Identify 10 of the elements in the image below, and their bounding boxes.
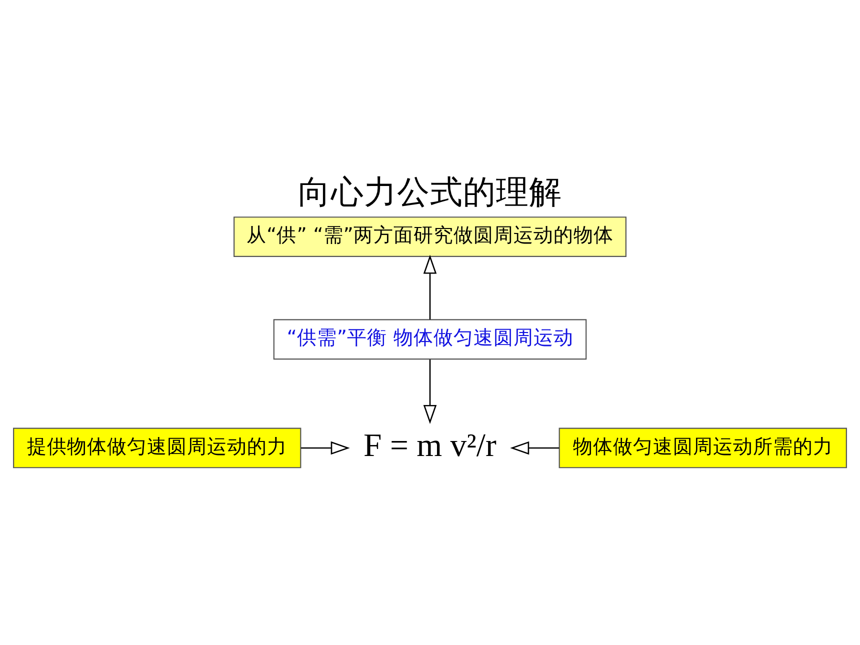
arrow xyxy=(510,440,560,454)
arrow xyxy=(301,440,350,454)
node-box: 物体做匀速圆周运动所需的力 xyxy=(558,427,847,468)
arrow xyxy=(423,359,437,424)
node-box: 从“供” “需”两方面研究做圆周运动的物体 xyxy=(234,216,626,256)
arrow xyxy=(423,254,437,319)
node-box: “供需”平衡 物体做匀速圆周运动 xyxy=(273,318,587,360)
diagram-title: 向心力公式的理解 xyxy=(298,172,562,210)
node-text: F = m v²/r xyxy=(364,428,496,464)
node-box: 提供物体做匀速圆周运动的力 xyxy=(13,427,302,468)
